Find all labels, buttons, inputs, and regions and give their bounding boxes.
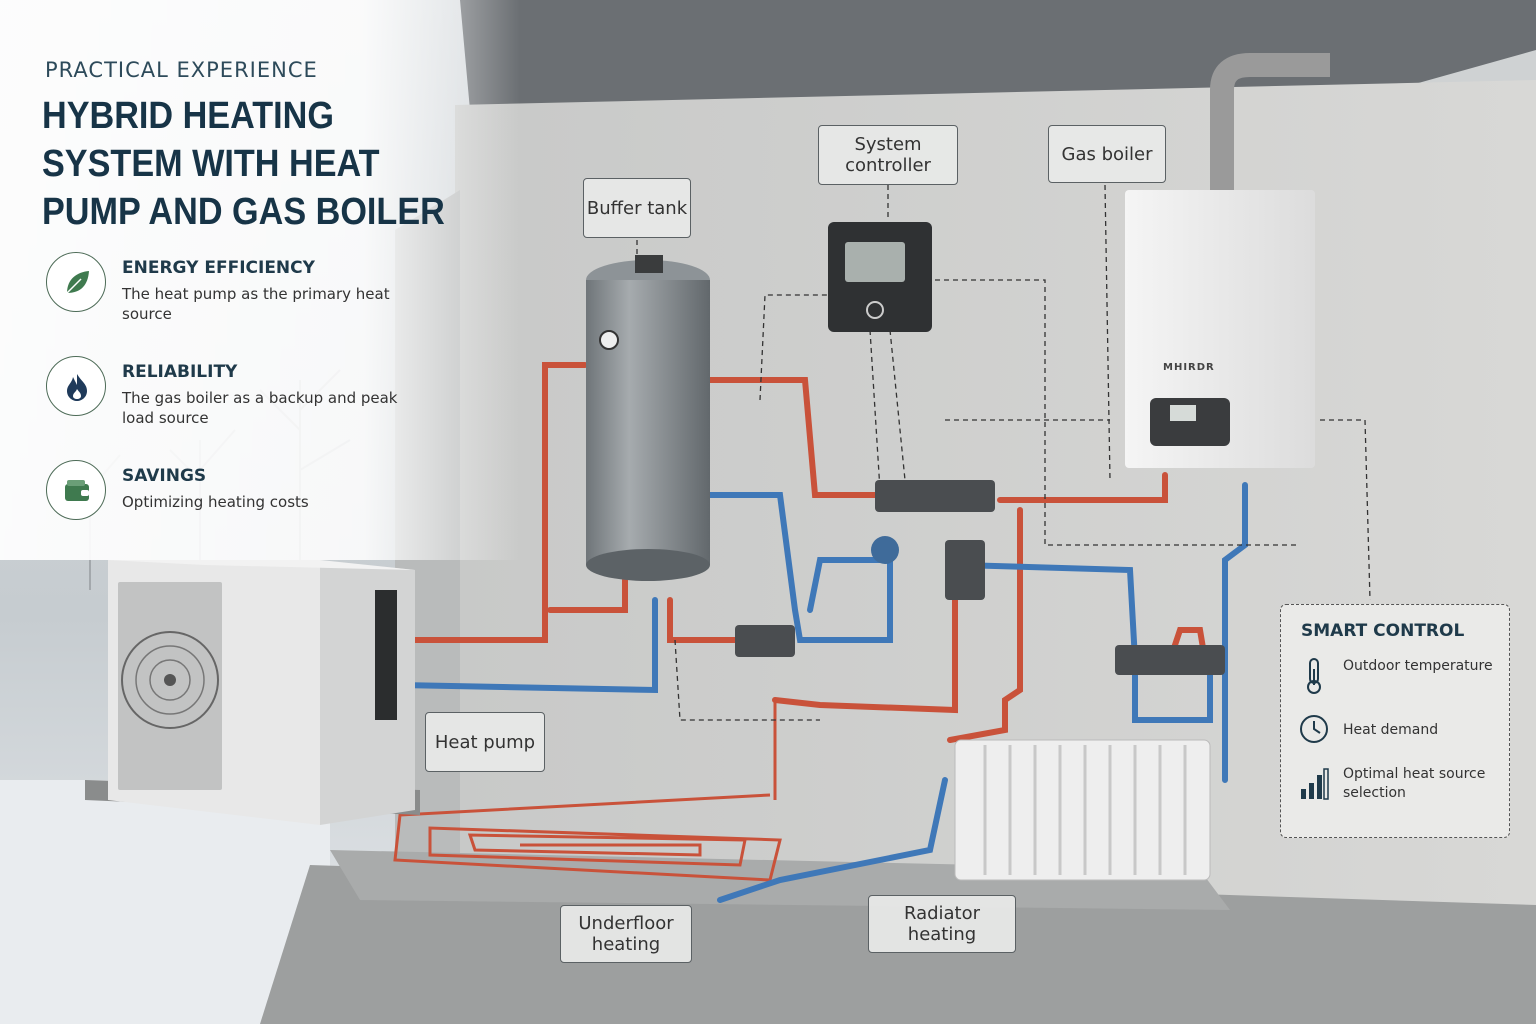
- label-heat-pump: Heat pump: [425, 712, 545, 772]
- underfloor-pipe: [393, 700, 782, 882]
- label-radiator-heating: Radiator heating: [868, 895, 1016, 953]
- feature-heading: SAVINGS: [122, 466, 207, 486]
- roof: [460, 0, 1536, 110]
- feature-heading: RELIABILITY: [122, 362, 238, 382]
- hydraulic-manifold: [735, 480, 1225, 675]
- feature-description: The heat pump as the primary heat source: [122, 285, 390, 323]
- label-gas-boiler: Gas boiler: [1048, 125, 1166, 183]
- feature-description: Optimizing heating costs: [122, 493, 309, 511]
- fan-grille: [121, 631, 219, 729]
- feature-savings: SAVINGS Optimizing heating costs: [46, 460, 466, 540]
- circulation-pump: [871, 536, 899, 564]
- smart-item-outdoor-temperature: Outdoor temperature: [1299, 657, 1509, 697]
- feature-description: The gas boiler as a backup and peak load…: [122, 389, 398, 427]
- smart-item-heat-demand: Heat demand: [1299, 713, 1509, 753]
- controller-device: [828, 222, 932, 332]
- flame-icon: [46, 356, 106, 416]
- feature-heading: ENERGY EFFICIENCY: [122, 258, 315, 278]
- pressure-gauge: [599, 330, 619, 350]
- connector-lines: [636, 184, 1371, 721]
- smart-control-heading: SMART CONTROL: [1301, 621, 1465, 641]
- smart-item-label: Outdoor temperature: [1343, 658, 1493, 674]
- radiator-unit: [954, 739, 1211, 881]
- label-system-controller: System controller: [818, 125, 958, 185]
- buffer-tank: [586, 255, 710, 581]
- feature-reliability: RELIABILITY The gas boiler as a backup a…: [46, 356, 466, 436]
- bar-chart-icon: [1301, 768, 1329, 800]
- gas-boiler-unit: [1125, 53, 1330, 468]
- eyebrow-text: PRACTICAL EXPERIENCE: [45, 58, 318, 82]
- smart-item-label: Heat demand: [1343, 722, 1439, 738]
- clock-icon: [1300, 715, 1328, 743]
- page-title: HYBRID HEATING SYSTEM WITH HEAT PUMP AND…: [42, 95, 445, 233]
- wallet-icon: [46, 460, 106, 520]
- heat-pump-unit: [85, 560, 420, 825]
- feature-energy-efficiency: ENERGY EFFICIENCY The heat pump as the p…: [46, 252, 466, 332]
- thermometer-icon: [1307, 658, 1321, 694]
- info-panel: PRACTICAL EXPERIENCE HYBRID HEATING SYST…: [0, 0, 520, 560]
- label-buffer-tank: Buffer tank: [583, 178, 691, 238]
- smart-control-panel: SMART CONTROL Outdoor temperature Heat d…: [1280, 604, 1510, 838]
- boiler-brand: MHIRDR: [1163, 362, 1215, 373]
- leaf-icon: [46, 252, 106, 312]
- smart-item-optimal-heat-source: Optimal heat source selection: [1299, 765, 1509, 805]
- label-underfloor-heating: Underfloor heating: [560, 905, 692, 963]
- smart-item-label: Optimal heat source selection: [1343, 766, 1486, 801]
